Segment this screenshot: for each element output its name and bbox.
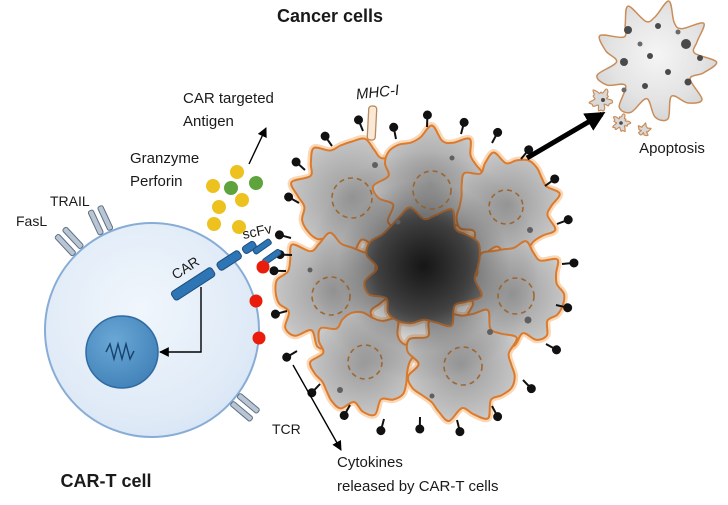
granzyme-dot (235, 193, 249, 207)
cluster-core-shading (309, 151, 539, 381)
cancer-nucleus (347, 344, 383, 380)
apoptotic-fragment (588, 88, 614, 112)
cart-nucleus (85, 315, 159, 389)
dna-squiggle (105, 341, 135, 362)
trail-receptor (87, 204, 114, 236)
cancer-nucleus (412, 170, 452, 210)
granzyme-dot (212, 200, 226, 214)
cytokine-dot (256, 260, 270, 274)
car-signal-arrow (159, 287, 202, 357)
scfv-fragments (252, 238, 282, 265)
cytokines-label-line2: released by CAR-T cells (337, 478, 498, 495)
cart-cell-body (44, 222, 260, 438)
antigen-dot (487, 125, 505, 147)
cytokine-dot (249, 294, 263, 308)
cytokine-dots (249, 260, 270, 345)
antigen-dot (414, 415, 426, 435)
granzyme-dot (206, 179, 220, 193)
tcr-label: TCR (272, 421, 301, 437)
apoptotic-fragment (637, 122, 652, 137)
car-bar (241, 240, 257, 254)
antigen-dot (455, 115, 471, 137)
antigen-dot (279, 346, 301, 365)
scfv-bar (252, 238, 272, 255)
cancer-cell-cluster (271, 122, 568, 425)
scfv-label: scFv (241, 220, 273, 242)
antigen-dot (518, 375, 539, 396)
granzyme-dot (232, 220, 246, 234)
antigen-dot (451, 417, 467, 439)
granzyme-perforin-dots (206, 165, 263, 234)
apoptotic-cell-blob (596, 0, 718, 122)
perforin-dot (224, 181, 238, 195)
car-targeted-antigen-label-line2: Antigen (183, 113, 234, 130)
cytokines-label-line1: Cytokines (337, 454, 403, 471)
cancer-nucleus (331, 177, 373, 219)
antigen-dot (288, 154, 310, 175)
perforin-dot (249, 176, 263, 190)
car-bar (170, 267, 216, 301)
antigen-dot (387, 120, 402, 141)
car-bar (216, 250, 242, 271)
mhc-label: MHC-I (355, 82, 400, 103)
cart-cell-group: FasL TRAIL TCR CAR scFv CAR-T cell (16, 193, 301, 491)
cart-cell-label: CAR-T cell (60, 471, 151, 491)
cytokines-pointer-arrow (292, 364, 342, 451)
cytokine-dot (252, 331, 266, 345)
apoptotic-bodies (601, 23, 703, 125)
granzyme-dot (230, 165, 244, 179)
mhc-molecule (366, 105, 378, 141)
granzyme-dot (207, 217, 221, 231)
apoptosis-group: Apoptosis (588, 0, 718, 157)
perforin-label: Perforin (130, 173, 183, 190)
fasl-label: FasL (16, 213, 47, 229)
trail-label: TRAIL (50, 193, 90, 209)
cell-granules (307, 155, 533, 399)
apoptosis-label: Apoptosis (639, 140, 705, 157)
car-targeted-antigen-label-line1: CAR targeted (183, 90, 274, 107)
granzyme-label: Granzyme (130, 150, 199, 167)
antigen-dot (542, 339, 564, 357)
cancer-nucleus (497, 277, 535, 315)
apoptosis-arrow (525, 111, 606, 161)
antigen-dot (272, 228, 294, 244)
antigen-dot (374, 416, 390, 438)
cancer-nucleus (488, 189, 524, 225)
cancer-nucleus (443, 346, 483, 386)
antigen-pointer-arrow (248, 127, 267, 165)
cancer-nucleus (311, 276, 351, 316)
antigen-dot (560, 257, 580, 270)
antigen-dot (554, 212, 576, 230)
diagram-title: Cancer cells (277, 6, 383, 26)
antigen-dot (351, 113, 369, 134)
car-construct (170, 240, 257, 301)
